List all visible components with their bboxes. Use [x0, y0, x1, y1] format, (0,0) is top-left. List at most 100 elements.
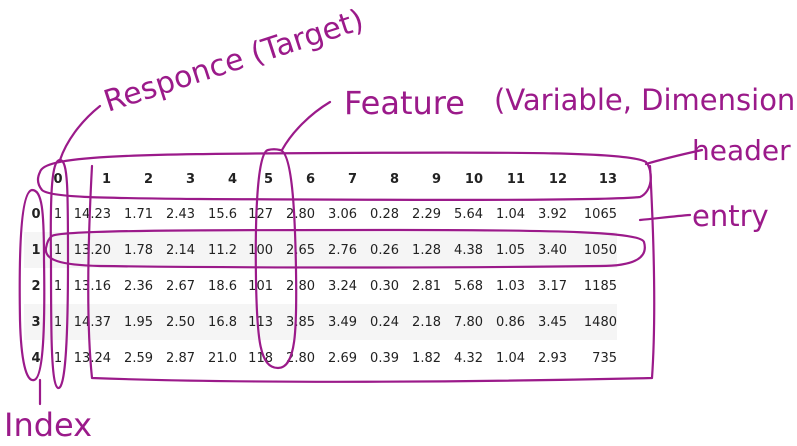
feature-aside-annotation: (Variable, Dimension): [494, 83, 797, 117]
table-cell: 14.37: [73, 314, 111, 330]
table-cell: 3.24: [328, 278, 357, 294]
table-cell: 1: [53, 242, 63, 258]
table-cell: 2.80: [286, 278, 315, 294]
entry-leader: [638, 213, 692, 222]
column-header: 8: [389, 171, 399, 187]
feature-leader: [280, 100, 332, 152]
table-cell: 1.95: [124, 314, 153, 330]
column-header: 11: [506, 171, 525, 187]
response-annotation: Responce (Target): [100, 3, 368, 120]
table-cell: 21.0: [208, 350, 237, 366]
table-cell: 0.39: [370, 350, 399, 366]
table-cell: 1065: [583, 206, 617, 222]
table-cell: 2.18: [412, 314, 441, 330]
table-cell: 1.82: [412, 350, 441, 366]
response-leader: [58, 104, 102, 162]
table-cell: 3.92: [538, 206, 567, 222]
column-header: 6: [305, 171, 315, 187]
table-cell: 0.86: [496, 314, 525, 330]
table-cell: 118: [248, 350, 273, 366]
row-index: 4: [31, 350, 41, 366]
row-index: 0: [31, 206, 41, 222]
table-cell: 0.26: [370, 242, 399, 258]
table-cell: 3.40: [538, 242, 567, 258]
column-header: 13: [598, 171, 617, 187]
column-header: 5: [263, 171, 273, 187]
column-header: 1: [101, 171, 111, 187]
table-cell: 1: [53, 350, 63, 366]
table-cell: 127: [248, 206, 273, 222]
table-cell: 5.64: [454, 206, 483, 222]
table-cell: 16.8: [208, 314, 237, 330]
table-cell: 1: [53, 314, 63, 330]
table-cell: 2.80: [286, 350, 315, 366]
header-annotation: header: [692, 134, 791, 167]
index-annotation: Index: [4, 406, 92, 444]
table-cell: 1.05: [496, 242, 525, 258]
column-header: 7: [347, 171, 357, 187]
table-cell: 1.03: [496, 278, 525, 294]
row-index: 2: [31, 278, 41, 294]
table-cell: 0.30: [370, 278, 399, 294]
table-cell: 2.80: [286, 206, 315, 222]
table-cell: 3.45: [538, 314, 567, 330]
table-cell: 113: [248, 314, 273, 330]
feature-annotation: Feature: [344, 84, 465, 122]
table-cell: 2.43: [166, 206, 195, 222]
table-cell: 11.2: [208, 242, 237, 258]
table-cell: 1: [53, 206, 63, 222]
table-cell: 4.32: [454, 350, 483, 366]
row-index: 1: [31, 242, 41, 258]
index-header-corner: [24, 162, 48, 196]
table-cell: 2.87: [166, 350, 195, 366]
table-cell: 101: [248, 278, 273, 294]
table-cell: 5.68: [454, 278, 483, 294]
table-cell: 1185: [583, 278, 617, 294]
table-cell: 2.29: [412, 206, 441, 222]
table-cell: 13.16: [73, 278, 111, 294]
table-cell: 13.20: [73, 242, 111, 258]
table-cell: 1480: [583, 314, 617, 330]
table-cell: 2.69: [328, 350, 357, 366]
table-cell: 100: [248, 242, 273, 258]
table-cell: 7.80: [454, 314, 483, 330]
header-leader: [644, 148, 704, 166]
table-cell: 3.17: [538, 278, 567, 294]
table-cell: 3.06: [328, 206, 357, 222]
column-header: 4: [227, 171, 237, 187]
entry-annotation: entry: [692, 199, 769, 233]
header-row: 0 1 2 3 4 5 6 7 8 9 10 11 12 13: [24, 162, 617, 196]
table-cell: 3.49: [328, 314, 357, 330]
table-cell: 18.6: [208, 278, 237, 294]
table-cell: 1: [53, 278, 63, 294]
table-cell: 2.50: [166, 314, 195, 330]
table-cell: 0.24: [370, 314, 399, 330]
table-cell: 1.04: [496, 206, 525, 222]
table-cell: 14.23: [73, 206, 111, 222]
column-header: 12: [548, 171, 567, 187]
table-cell: 2.93: [538, 350, 567, 366]
table-cell: 1.71: [124, 206, 153, 222]
row-index: 3: [31, 314, 41, 330]
table-cell: 13.24: [73, 350, 111, 366]
table-cell: 15.6: [208, 206, 237, 222]
table-cell: 4.38: [454, 242, 483, 258]
table-cell: 1.04: [496, 350, 525, 366]
column-header: 0: [53, 171, 63, 187]
column-header: 9: [431, 171, 441, 187]
column-header: 3: [185, 171, 195, 187]
table-cell: 2.14: [166, 242, 195, 258]
table-cell: 735: [592, 350, 617, 366]
table-cell: 3.85: [286, 314, 315, 330]
table-cell: 1.78: [124, 242, 153, 258]
table-cell: 2.65: [286, 242, 315, 258]
column-header: 2: [143, 171, 153, 187]
